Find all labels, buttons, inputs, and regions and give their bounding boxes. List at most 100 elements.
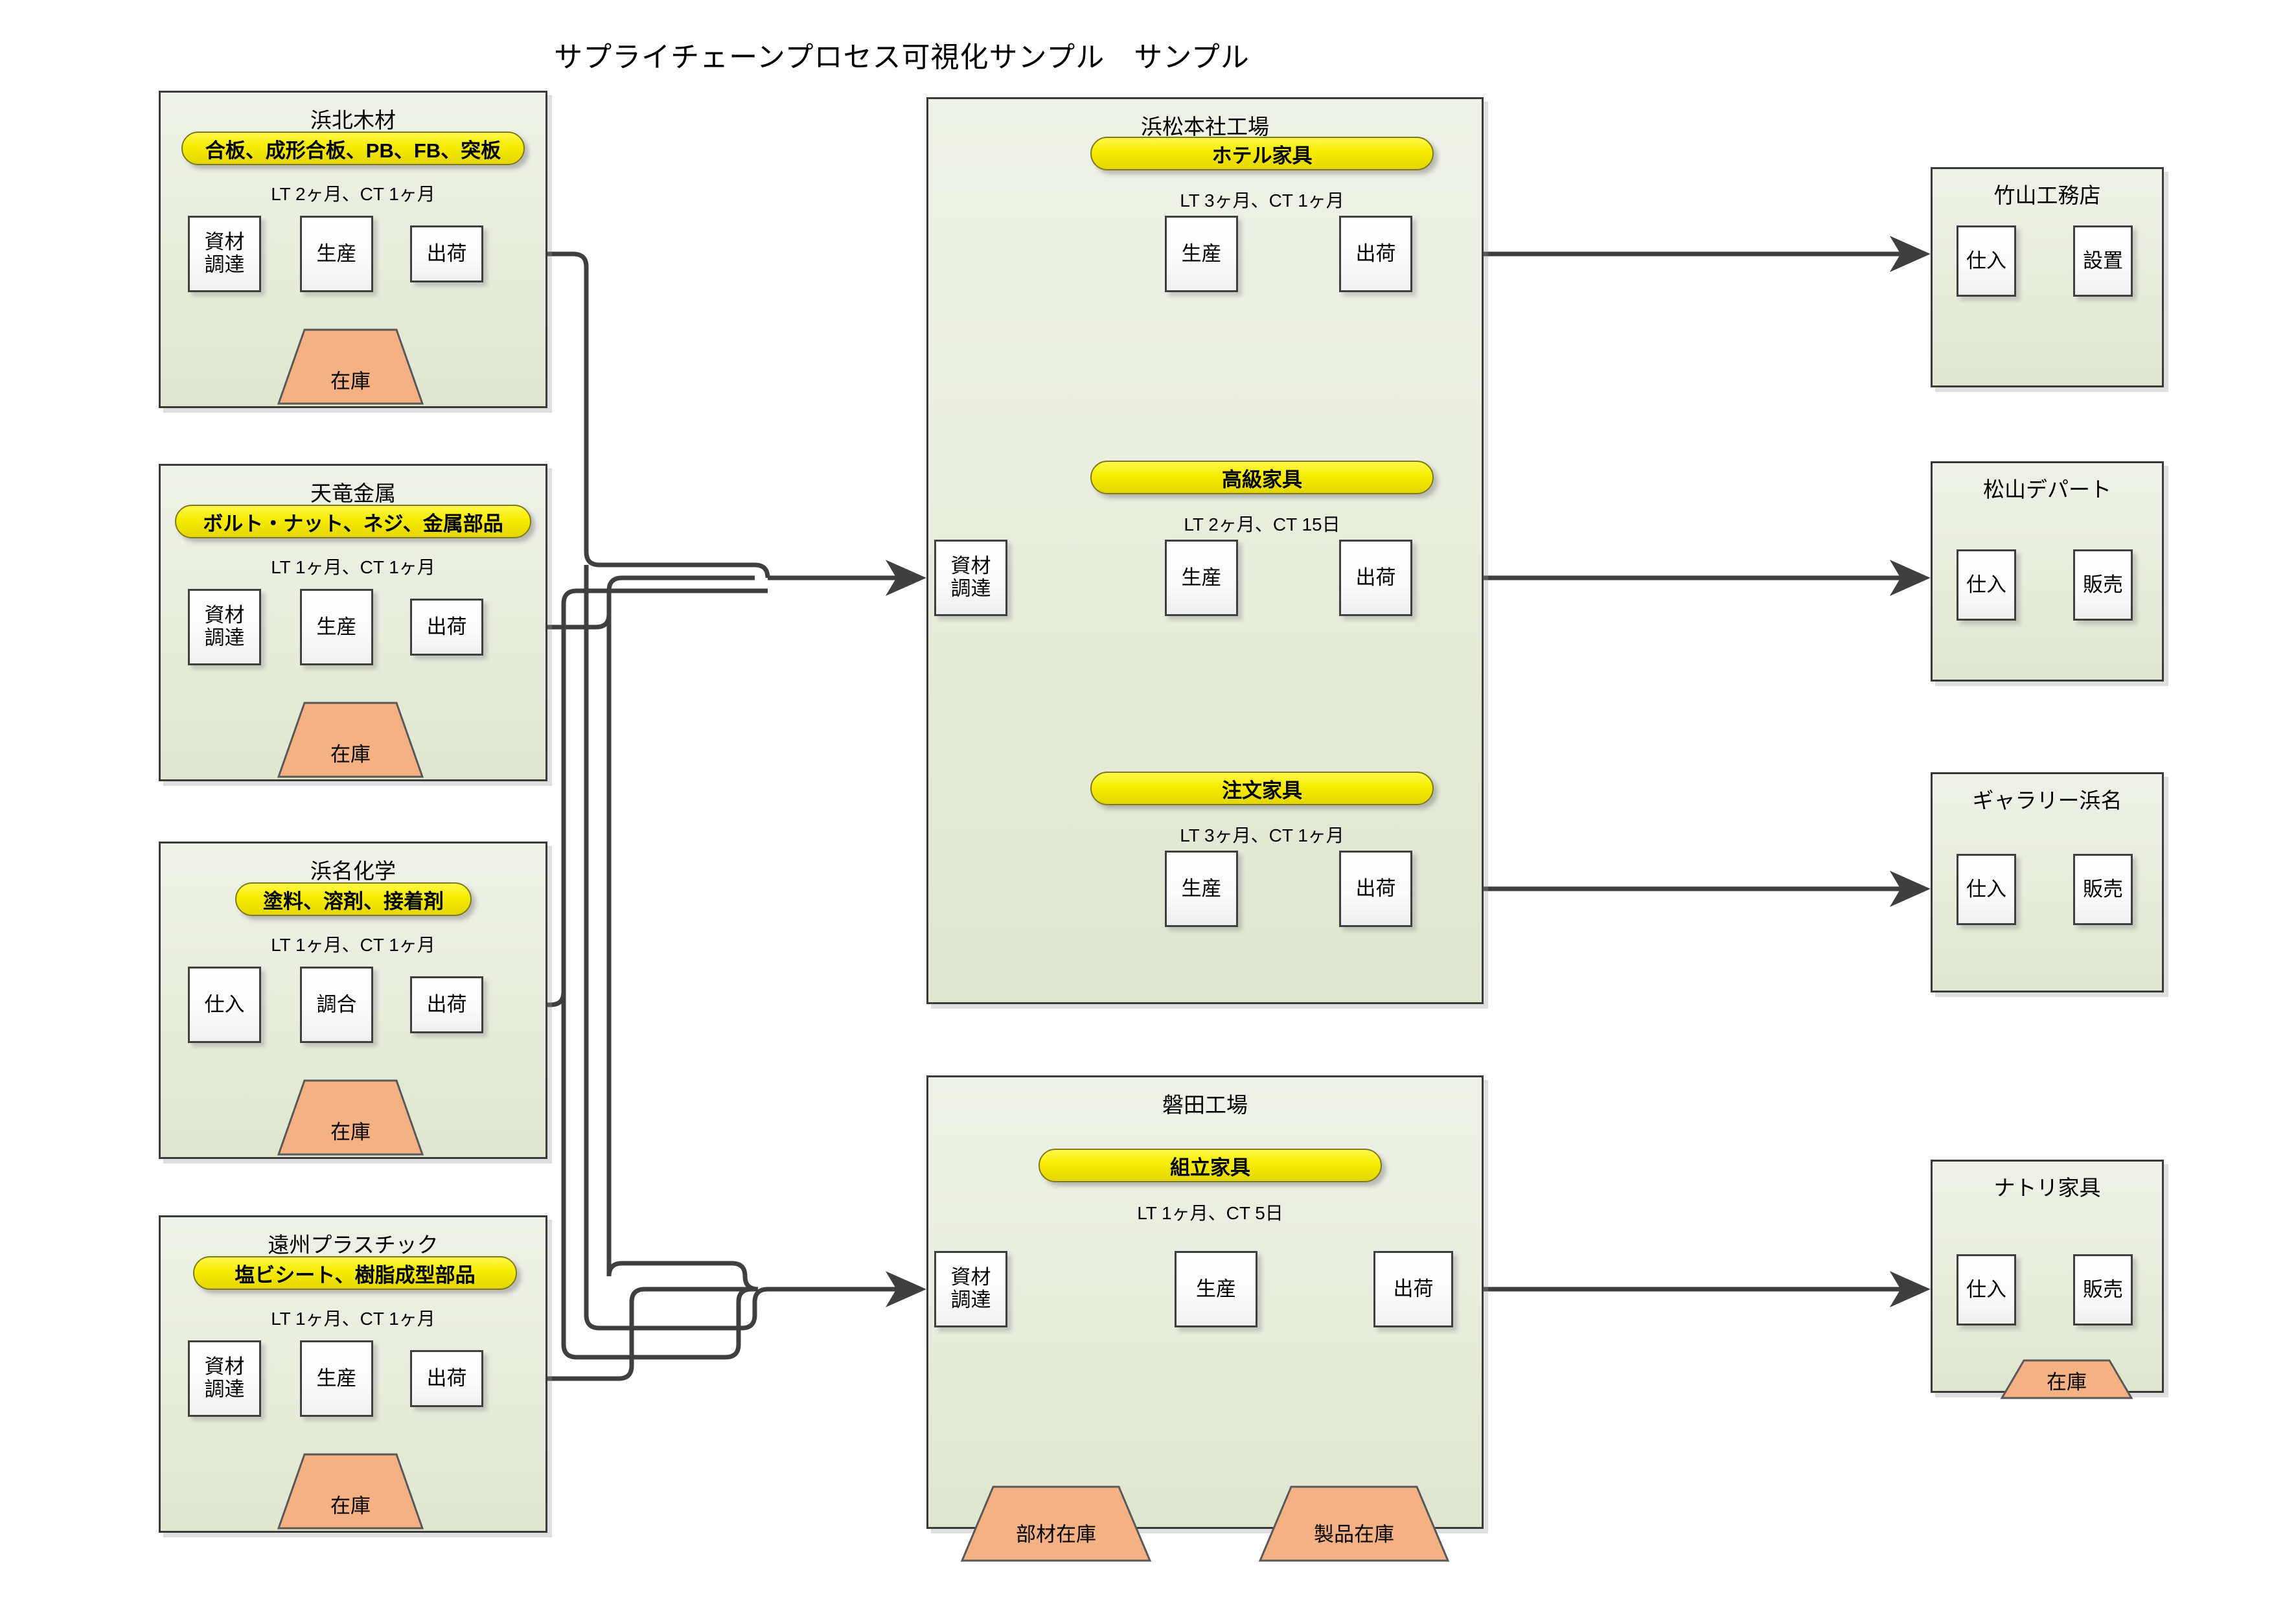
process-box-procurement[interactable]: 資材調達: [188, 589, 261, 665]
customer-name: 松山デパート: [1983, 477, 2111, 501]
product-pill-chumon-kagu[interactable]: 注文家具: [1090, 772, 1434, 805]
product-pill-hotel-kagu[interactable]: ホテル家具: [1090, 137, 1434, 170]
page-title: サプライチェーンプロセス可視化サンプル サンプル: [0, 34, 2296, 75]
process-box-procurement[interactable]: 資材調達: [188, 1340, 261, 1417]
inventory-trapezoid-parts[interactable]: 部材在庫: [960, 1485, 1152, 1562]
line-lt-ct-note: LT 3ヶ月、CT 1ヶ月: [1180, 825, 1344, 845]
supplier-product-pill[interactable]: 合板、成形合板、PB、FB、突板: [181, 132, 525, 165]
supplier-lt-ct-note: LT 1ヶ月、CT 1ヶ月: [271, 557, 435, 577]
process-box-production[interactable]: 生産: [1165, 216, 1238, 292]
process-box-production[interactable]: 生産: [1175, 1251, 1257, 1327]
process-label: 生産: [1181, 877, 1222, 900]
process-label: 生産: [1196, 1277, 1236, 1300]
inventory-trapezoid[interactable]: 在庫: [277, 1079, 424, 1156]
process-label: 仕入: [1966, 249, 2006, 272]
product-pill-kumitate-kagu[interactable]: 組立家具: [1039, 1149, 1382, 1182]
inventory-label: 在庫: [2047, 1371, 2087, 1393]
process-box-shipping[interactable]: 出荷: [410, 599, 483, 656]
process-box-sales[interactable]: 販売: [2073, 1254, 2133, 1325]
plant-name: 磐田工場: [1162, 1093, 1248, 1117]
process-label: 販売: [2083, 1278, 2123, 1301]
process-box-production[interactable]: 生産: [1165, 851, 1238, 927]
customer-name: ギャラリー浜名: [1972, 788, 2122, 812]
process-box-procurement[interactable]: 資材調達: [188, 216, 261, 292]
inventory-label: 在庫: [330, 743, 371, 766]
process-box-purchase[interactable]: 仕入: [188, 967, 261, 1043]
process-box-production[interactable]: 生産: [300, 216, 373, 292]
inventory-trapezoid[interactable]: 在庫: [277, 328, 424, 405]
supplier-product-pill[interactable]: 塗料、溶剤、接着剤: [235, 882, 472, 916]
process-label: 出荷: [1355, 877, 1396, 900]
process-label: 販売: [2083, 573, 2123, 596]
inventory-label: 在庫: [330, 1495, 371, 1517]
supplier-lt-ct-note: LT 1ヶ月、CT 1ヶ月: [271, 935, 435, 955]
process-label: 仕入: [204, 992, 245, 1016]
process-box-blending[interactable]: 調合: [300, 967, 373, 1043]
process-label: 出荷: [1355, 242, 1396, 265]
process-label: 販売: [2083, 877, 2123, 900]
process-box-installation[interactable]: 設置: [2073, 225, 2133, 297]
process-box-sales[interactable]: 販売: [2073, 854, 2133, 925]
process-box-shipping[interactable]: 出荷: [1373, 1251, 1453, 1327]
process-label: 出荷: [426, 992, 467, 1016]
inventory-trapezoid[interactable]: 在庫: [277, 702, 424, 778]
inventory-trapezoid[interactable]: 在庫: [2000, 1359, 2133, 1399]
process-label: 生産: [1181, 566, 1222, 589]
line-lt-ct-note: LT 3ヶ月、CT 1ヶ月: [1180, 190, 1344, 211]
process-label: 資材調達: [204, 604, 245, 649]
process-box-shipping[interactable]: 出荷: [1339, 216, 1412, 292]
process-box-procurement[interactable]: 資材調達: [934, 1251, 1007, 1327]
supplier-product-pill[interactable]: ボルト・ナット、ネジ、金属部品: [175, 505, 531, 538]
process-label: 出荷: [426, 242, 467, 265]
process-label: 出荷: [426, 1366, 467, 1390]
process-box-shipping[interactable]: 出荷: [410, 225, 483, 282]
process-label: 仕入: [1966, 877, 2006, 900]
process-box-shipping[interactable]: 出荷: [410, 1350, 483, 1407]
process-box-production[interactable]: 生産: [1165, 540, 1238, 616]
page-title-text: サプライチェーンプロセス可視化サンプル サンプル: [554, 41, 1250, 73]
process-box-sales[interactable]: 販売: [2073, 549, 2133, 621]
process-label: 出荷: [426, 615, 467, 638]
process-box-shipping[interactable]: 出荷: [410, 976, 483, 1033]
inventory-label: 製品在庫: [1314, 1523, 1394, 1546]
customer-name: 竹山工務店: [1993, 183, 2101, 207]
process-box-purchase[interactable]: 仕入: [1957, 854, 2016, 925]
process-label: 資材調達: [950, 1266, 991, 1311]
supplier-name: 浜北木材: [310, 108, 396, 132]
process-box-production[interactable]: 生産: [300, 1340, 373, 1417]
process-label: 資材調達: [950, 555, 991, 600]
process-label: 生産: [316, 242, 357, 265]
customer-name: ナトリ家具: [1993, 1176, 2101, 1200]
inventory-label: 部材在庫: [1016, 1523, 1096, 1546]
process-box-procurement[interactable]: 資材調達: [934, 540, 1007, 616]
process-box-purchase[interactable]: 仕入: [1957, 1254, 2016, 1325]
supplier-product-pill[interactable]: 塩ビシート、樹脂成型部品: [193, 1256, 517, 1290]
plant-lt-ct-note: LT 1ヶ月、CT 5日: [1137, 1203, 1283, 1223]
process-label: 生産: [316, 1366, 357, 1390]
process-label: 仕入: [1966, 573, 2006, 596]
process-box-purchase[interactable]: 仕入: [1957, 549, 2016, 621]
process-label: 仕入: [1966, 1278, 2006, 1301]
process-label: 生産: [1181, 242, 1222, 265]
process-label: 出荷: [1393, 1277, 1434, 1300]
supplier-lt-ct-note: LT 1ヶ月、CT 1ヶ月: [271, 1309, 435, 1329]
supplier-name: 天竜金属: [310, 481, 396, 505]
product-pill-kokyu-kagu[interactable]: 高級家具: [1090, 461, 1434, 494]
supplier-name: 遠州プラスチック: [268, 1233, 439, 1257]
inventory-trapezoid[interactable]: 在庫: [277, 1453, 424, 1530]
supplier-lt-ct-note: LT 2ヶ月、CT 1ヶ月: [271, 184, 435, 204]
supplier-name: 浜名化学: [310, 859, 396, 883]
process-label: 資材調達: [204, 1355, 245, 1401]
process-box-shipping[interactable]: 出荷: [1339, 540, 1412, 616]
process-box-production[interactable]: 生産: [300, 589, 373, 665]
inventory-label: 在庫: [330, 1121, 371, 1143]
line-lt-ct-note: LT 2ヶ月、CT 15日: [1184, 514, 1340, 534]
inventory-label: 在庫: [330, 370, 371, 393]
process-label: 調合: [316, 992, 357, 1016]
plant-name: 浜松本社工場: [1141, 115, 1269, 139]
process-label: 資材調達: [204, 231, 245, 276]
inventory-trapezoid-products[interactable]: 製品在庫: [1258, 1485, 1450, 1562]
process-box-shipping[interactable]: 出荷: [1339, 851, 1412, 927]
process-box-purchase[interactable]: 仕入: [1957, 225, 2016, 297]
